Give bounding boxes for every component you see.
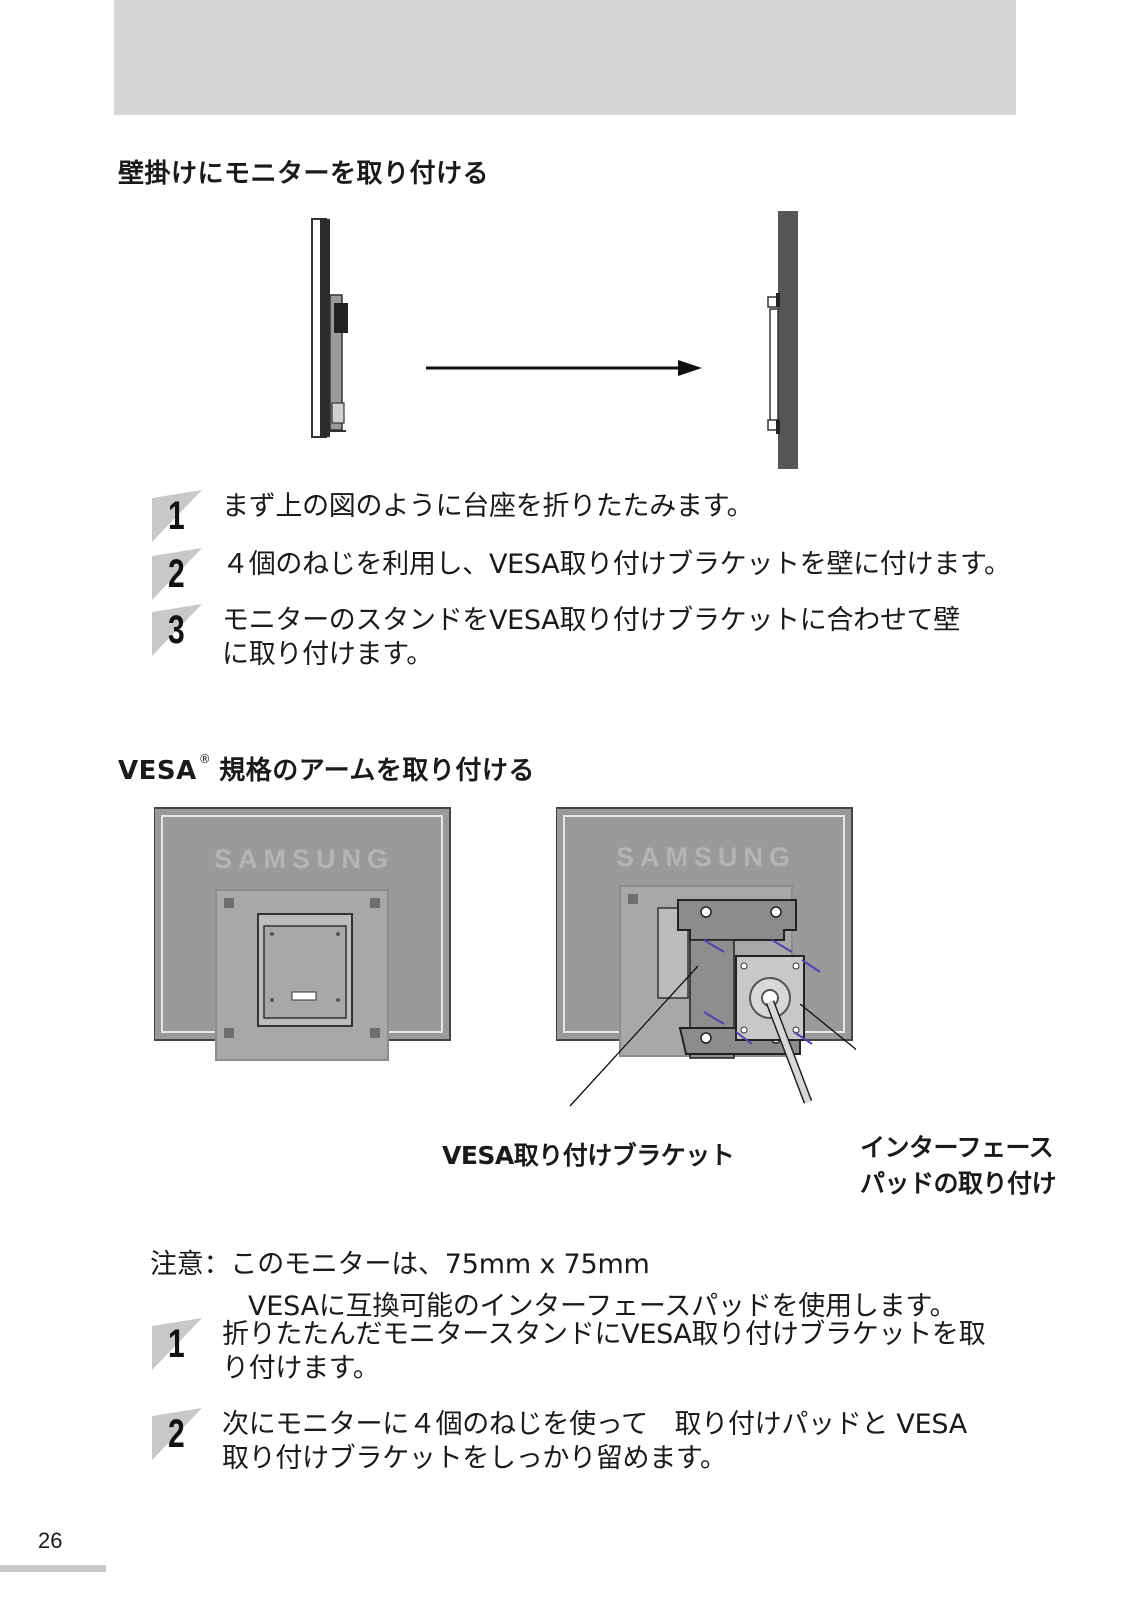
svg-text:SAMSUNG: SAMSUNG xyxy=(616,842,796,872)
wall-step-2-text: ４個のねじを利用し、VESA取り付けブラケットを壁に付けます。 xyxy=(222,549,1011,580)
monitor-back-vesa-illustration: SAMSUNG xyxy=(556,807,856,1107)
wall-step-2: 2 ４個のねじを利用し、VESA取り付けブラケットを壁に付けます。 xyxy=(152,548,1042,600)
step-number-badge: 2 xyxy=(152,1408,206,1460)
vesa-step-1: 1 折りたたんだモニタースタンドにVESA取り付けブラケットを取 り付けます。 xyxy=(152,1318,1042,1386)
note-line-2: VESAに互換可能のインターフェースパッドを使用します。 xyxy=(248,1291,957,1322)
header-band xyxy=(114,0,1016,115)
callout-lines-icon xyxy=(570,1090,940,1120)
section-title-vesa-arm: VESA®規格のアームを取り付ける xyxy=(118,752,535,786)
arrow-right-icon xyxy=(426,360,702,376)
step-number-badge: 1 xyxy=(152,1318,206,1370)
registered-mark: ® xyxy=(198,752,212,766)
step-number-badge: 2 xyxy=(152,548,206,600)
section-title-wall-mount: 壁掛けにモニターを取り付ける xyxy=(118,159,490,189)
wall-step-3: 3 モニターのスタンドをVESA取り付けブラケットに合わせて壁 に取り付けます。 xyxy=(152,604,1042,672)
wall-mount-illustration xyxy=(311,211,798,469)
samsung-logo: SAMSUNG xyxy=(214,844,394,874)
note-line-1: 注意：このモニターは、75mm x 75mm xyxy=(150,1249,650,1280)
step-number-badge: 1 xyxy=(152,490,206,542)
page-footer-rule xyxy=(0,1565,106,1572)
wall-step-3-text: モニターのスタンドをVESA取り付けブラケットに合わせて壁 に取り付けます。 xyxy=(222,605,960,670)
vesa-step-1-text: 折りたたんだモニタースタンドにVESA取り付けブラケットを取 り付けます。 xyxy=(222,1319,986,1384)
vesa-step-2-text: 次にモニターに４個のねじを使って 取り付けパッドと VESA 取り付けブラケット… xyxy=(222,1409,967,1474)
wall-step-1: 1 まず上の図のように台座を折りたたみます。 xyxy=(152,490,1042,542)
folded-monitor-side-icon xyxy=(311,218,348,438)
screw-icons xyxy=(703,939,821,1045)
wall-step-1-text: まず上の図のように台座を折りたたみます。 xyxy=(222,491,754,522)
step-number-badge: 3 xyxy=(152,604,206,656)
vesa-step-2: 2 次にモニターに４個のねじを使って 取り付けパッドと VESA 取り付けブラケ… xyxy=(152,1408,1042,1476)
callout-interface-pad: インターフェース パッドの取り付け xyxy=(860,1133,1057,1198)
wall-mounted-monitor-icon xyxy=(767,211,798,469)
page-number: 26 xyxy=(38,1528,63,1553)
callout-vesa-bracket: VESA取り付けブラケット xyxy=(442,1141,735,1170)
interface-pad-icon xyxy=(735,955,813,1104)
monitor-back-folded-illustration: SAMSUNG xyxy=(154,807,451,1061)
